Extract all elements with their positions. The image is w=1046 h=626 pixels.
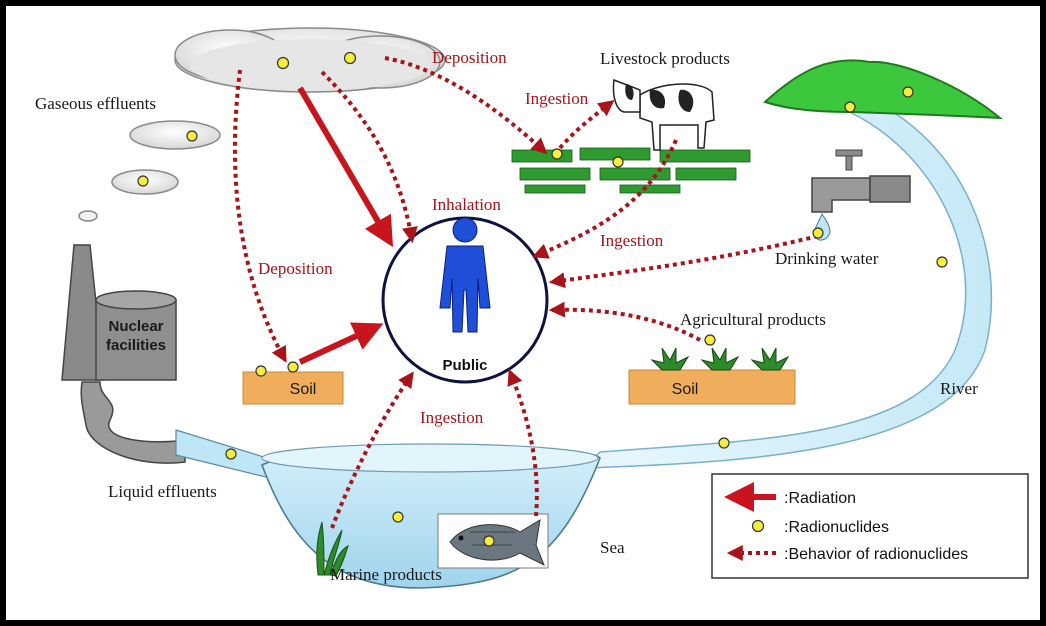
pathway-marine-seaweed	[330, 371, 414, 529]
radionuclide-dot	[186, 130, 198, 142]
faucet	[811, 149, 911, 241]
radionuclide-dot	[392, 511, 404, 523]
radiation-arrow-soil	[298, 322, 384, 365]
nuclear-facilities-label-line2: facilities	[106, 337, 166, 354]
marine-products-label: Marine products	[330, 565, 442, 584]
deposition-left-label: Deposition	[258, 259, 333, 278]
sea-label: Sea	[600, 538, 625, 557]
medium-cloud	[129, 120, 221, 150]
grass-field	[511, 147, 751, 194]
radionuclide-dot	[343, 51, 357, 65]
radionuclide-dot	[287, 361, 299, 373]
ingestion-bottom-label: Ingestion	[420, 408, 484, 427]
radionuclide-dot	[704, 334, 716, 346]
pathway-inhalation	[320, 70, 418, 244]
soil-box-left	[242, 371, 344, 405]
crops	[650, 347, 790, 371]
legend-box	[711, 473, 1029, 579]
liquid-effluents-label: Liquid effluents	[108, 482, 217, 501]
pathway-marine-fish	[507, 369, 539, 517]
inhalation-label: Inhalation	[432, 195, 501, 214]
radionuclide-dots	[137, 51, 948, 547]
cow	[612, 78, 715, 151]
seaweed	[316, 521, 349, 577]
nuclear-facility	[61, 244, 186, 464]
legend-radiation-label: :Radiation	[784, 490, 856, 507]
ingestion-right-label: Ingestion	[600, 231, 664, 250]
agricultural-products-label: Agricultural products	[680, 310, 826, 329]
gaseous-effluents-label: Gaseous effluents	[35, 94, 156, 113]
pathway-ingestion-livestock	[532, 139, 678, 259]
soil-left-label: Soil	[290, 381, 317, 398]
river-label: River	[940, 379, 978, 398]
pathway-ingestion-cow	[558, 100, 615, 150]
mountain	[763, 59, 1004, 120]
large-cloud	[174, 27, 446, 93]
nuclear-facilities-label-line1: Nuclear	[108, 318, 163, 335]
fish-image	[437, 513, 549, 569]
soil-box-right	[628, 369, 796, 405]
radionuclide-dot	[612, 156, 624, 168]
pathway-drinking-water	[548, 234, 819, 289]
livestock-products-label: Livestock products	[600, 49, 730, 68]
pathway-deposition-grass	[384, 56, 548, 155]
radionuclide-dot	[902, 86, 914, 98]
deposition-top-label: Deposition	[432, 48, 507, 67]
legend-radionuclide-icon	[751, 519, 765, 533]
public-label: Public	[442, 357, 487, 374]
radionuclide-dot	[255, 365, 267, 377]
ingestion-livestock-label: Ingestion	[525, 89, 589, 108]
tiny-cloud	[78, 210, 98, 222]
legend-radionuclides-label: :Radionuclides	[784, 519, 889, 536]
pathway-deposition-soil	[232, 69, 287, 363]
legend-behavior-label: :Behavior of radionuclides	[784, 546, 968, 563]
drinking-water-label: Drinking water	[775, 249, 879, 268]
radionuclide-dot	[844, 101, 856, 113]
soil-right-label: Soil	[672, 381, 699, 398]
radionuclide-dot	[551, 148, 563, 160]
radionuclide-dot	[483, 535, 495, 547]
radionuclide-dot	[137, 175, 149, 187]
radionuclide-dot	[812, 227, 824, 239]
radionuclide-dot	[936, 256, 948, 268]
radionuclide-dot	[225, 448, 237, 460]
person-icon	[439, 217, 491, 333]
radiation-arrow-cloud	[297, 86, 394, 248]
legend: :Radiation :Radionuclides :Behavior of r…	[711, 473, 1029, 579]
radionuclide-dot	[276, 56, 290, 70]
pathway-arrows	[232, 56, 819, 529]
radionuclide-dot	[718, 437, 730, 449]
